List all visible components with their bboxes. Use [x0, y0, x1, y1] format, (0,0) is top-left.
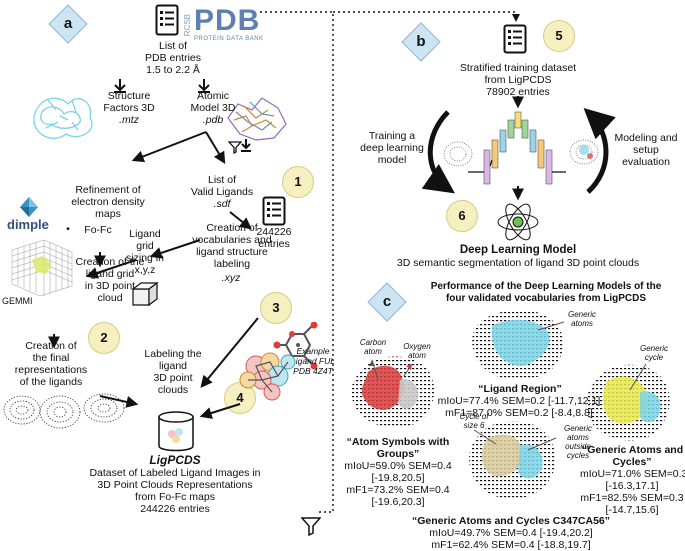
atom-symbols-miou: mIoU=59.0% SEM=0.4 [-19.8,20.5] [344, 460, 452, 484]
ligpcds-title: LigPCDS [149, 453, 201, 467]
download-icon [241, 139, 251, 152]
dimple-logo-icon [20, 197, 38, 217]
cube-icon [131, 281, 159, 307]
ligand-molecule-image [273, 322, 318, 370]
modeling-label: Modeling and setup evaluation [614, 132, 678, 168]
training-label: Training a deep learning model [360, 130, 424, 166]
panel-a-label: a [48, 4, 88, 44]
step-5-badge: 5 [543, 20, 575, 52]
panel-b-label: b [401, 22, 441, 62]
generic-cycles-mf1: mF1=82.5% SEM=0.3 [-14.7,15.6] [580, 492, 684, 516]
dimple-logo: dimple [7, 217, 49, 232]
panel-c-title: Performance of the Deep Learning Models … [430, 281, 662, 304]
generic-cycle-label: Generic cycle [639, 344, 668, 362]
pdb-logo-subtitle: PROTEIN DATA BANK [194, 36, 264, 42]
refinement-label: Refinement of electron density maps [71, 184, 145, 220]
c347-title: “Generic Atoms and Cycles C347CA56” [411, 515, 611, 527]
c347-miou: mIoU=49.7% SEM=0.4 [-19.4,20.2] [429, 527, 593, 539]
list-document-icon [262, 196, 286, 226]
fofc-label: Fo-Fc [84, 224, 112, 236]
dl-model-title: Deep Learning Model [459, 244, 577, 256]
step-2-badge: 2 [88, 322, 120, 354]
panel-c-label: c [367, 282, 407, 322]
final-representations-label: Creation of the final representations of… [14, 340, 88, 388]
vocabulary-creation-label: Creation of vocabularies and ligand stru… [192, 222, 272, 270]
dataset-entries: 244226 entries [140, 503, 210, 515]
xyz-extension: .xyz [221, 272, 241, 284]
segmentation-label: 3D semantic segmentation of ligand 3D po… [396, 257, 640, 269]
dataset-description: Dataset of Labeled Ligand Images in 3D P… [89, 467, 261, 503]
step-1-badge: 1 [282, 166, 314, 198]
generic-atoms-outside-label: Generic atoms outside cycles [563, 424, 592, 460]
sdf-extension: .sdf [213, 198, 231, 210]
cycle-size-6-label: Cycle of size 6 [459, 412, 489, 430]
generic-atoms-label: Generic atoms [567, 310, 596, 328]
filter-icon [301, 517, 321, 536]
mtz-extension: .mtz [119, 114, 139, 126]
list-document-icon [503, 24, 527, 54]
pdb-entries-title: List of PDB entries 1.5 to 2.2 Å [144, 40, 202, 76]
example-ligand-label: Example Ligand FUL PDB 4Z4T [291, 346, 335, 376]
ligand-count-label: 244226 entries [256, 226, 292, 250]
pdb-extension: .pdb [202, 114, 224, 126]
carbon-atom-label: Carbon atom [359, 338, 387, 356]
labeled-ligand-image [239, 352, 296, 401]
ligand-region-mf1: mF1=87.0% SEM=0.2 [-8.4,8.8] [445, 407, 593, 419]
stratified-dataset-label: Stratified training dataset from LigPCDS [459, 62, 577, 86]
valid-ligands-label: List of Valid Ligands [190, 174, 254, 198]
electron-density-image [33, 97, 93, 139]
gemmi-label: GEMMI [2, 296, 33, 306]
step-6-badge: 6 [446, 200, 478, 232]
database-icon [158, 411, 194, 452]
filter-icon [228, 141, 242, 154]
ligand-grid-image [11, 239, 73, 297]
ligand-region-title: “Ligand Region” [478, 383, 562, 395]
atom-symbols-mf1: mF1=73.2% SEM=0.4 [-19.6,20.3] [346, 484, 450, 508]
ligand-point-clouds-image [3, 393, 125, 429]
atomic-model-label: Atomic Model 3D [190, 90, 236, 114]
stratified-entries: 78902 entries [486, 86, 550, 98]
pdb-logo: PDB [194, 4, 261, 37]
ligand-region-miou: mIoU=77.4% SEM=0.2 [-11.7,12.1] [437, 395, 601, 407]
structure-factors-label: Structure Factors 3D [103, 90, 155, 114]
generic-cycles-title: “Generic Atoms and Cycles” [582, 444, 684, 468]
bullet: • [66, 223, 70, 235]
generic-cycles-miou: mIoU=71.0% SEM=0.3 [-16.3,17.1] [580, 468, 685, 492]
atom-symbols-title: “Atom Symbols with Groups” [346, 436, 450, 460]
atomic-model-image [227, 97, 287, 141]
list-document-icon [155, 4, 179, 36]
step-3-badge: 3 [260, 292, 292, 324]
download-icon [114, 79, 126, 93]
c347-mf1: mF1=62.4% SEM=0.4 [-18.8,19.7] [431, 539, 591, 551]
oxygen-atom-label: Oxygen atom [403, 342, 431, 360]
download-icon [198, 79, 210, 93]
labeling-label: Labeling the ligand 3D point clouds [144, 348, 202, 396]
